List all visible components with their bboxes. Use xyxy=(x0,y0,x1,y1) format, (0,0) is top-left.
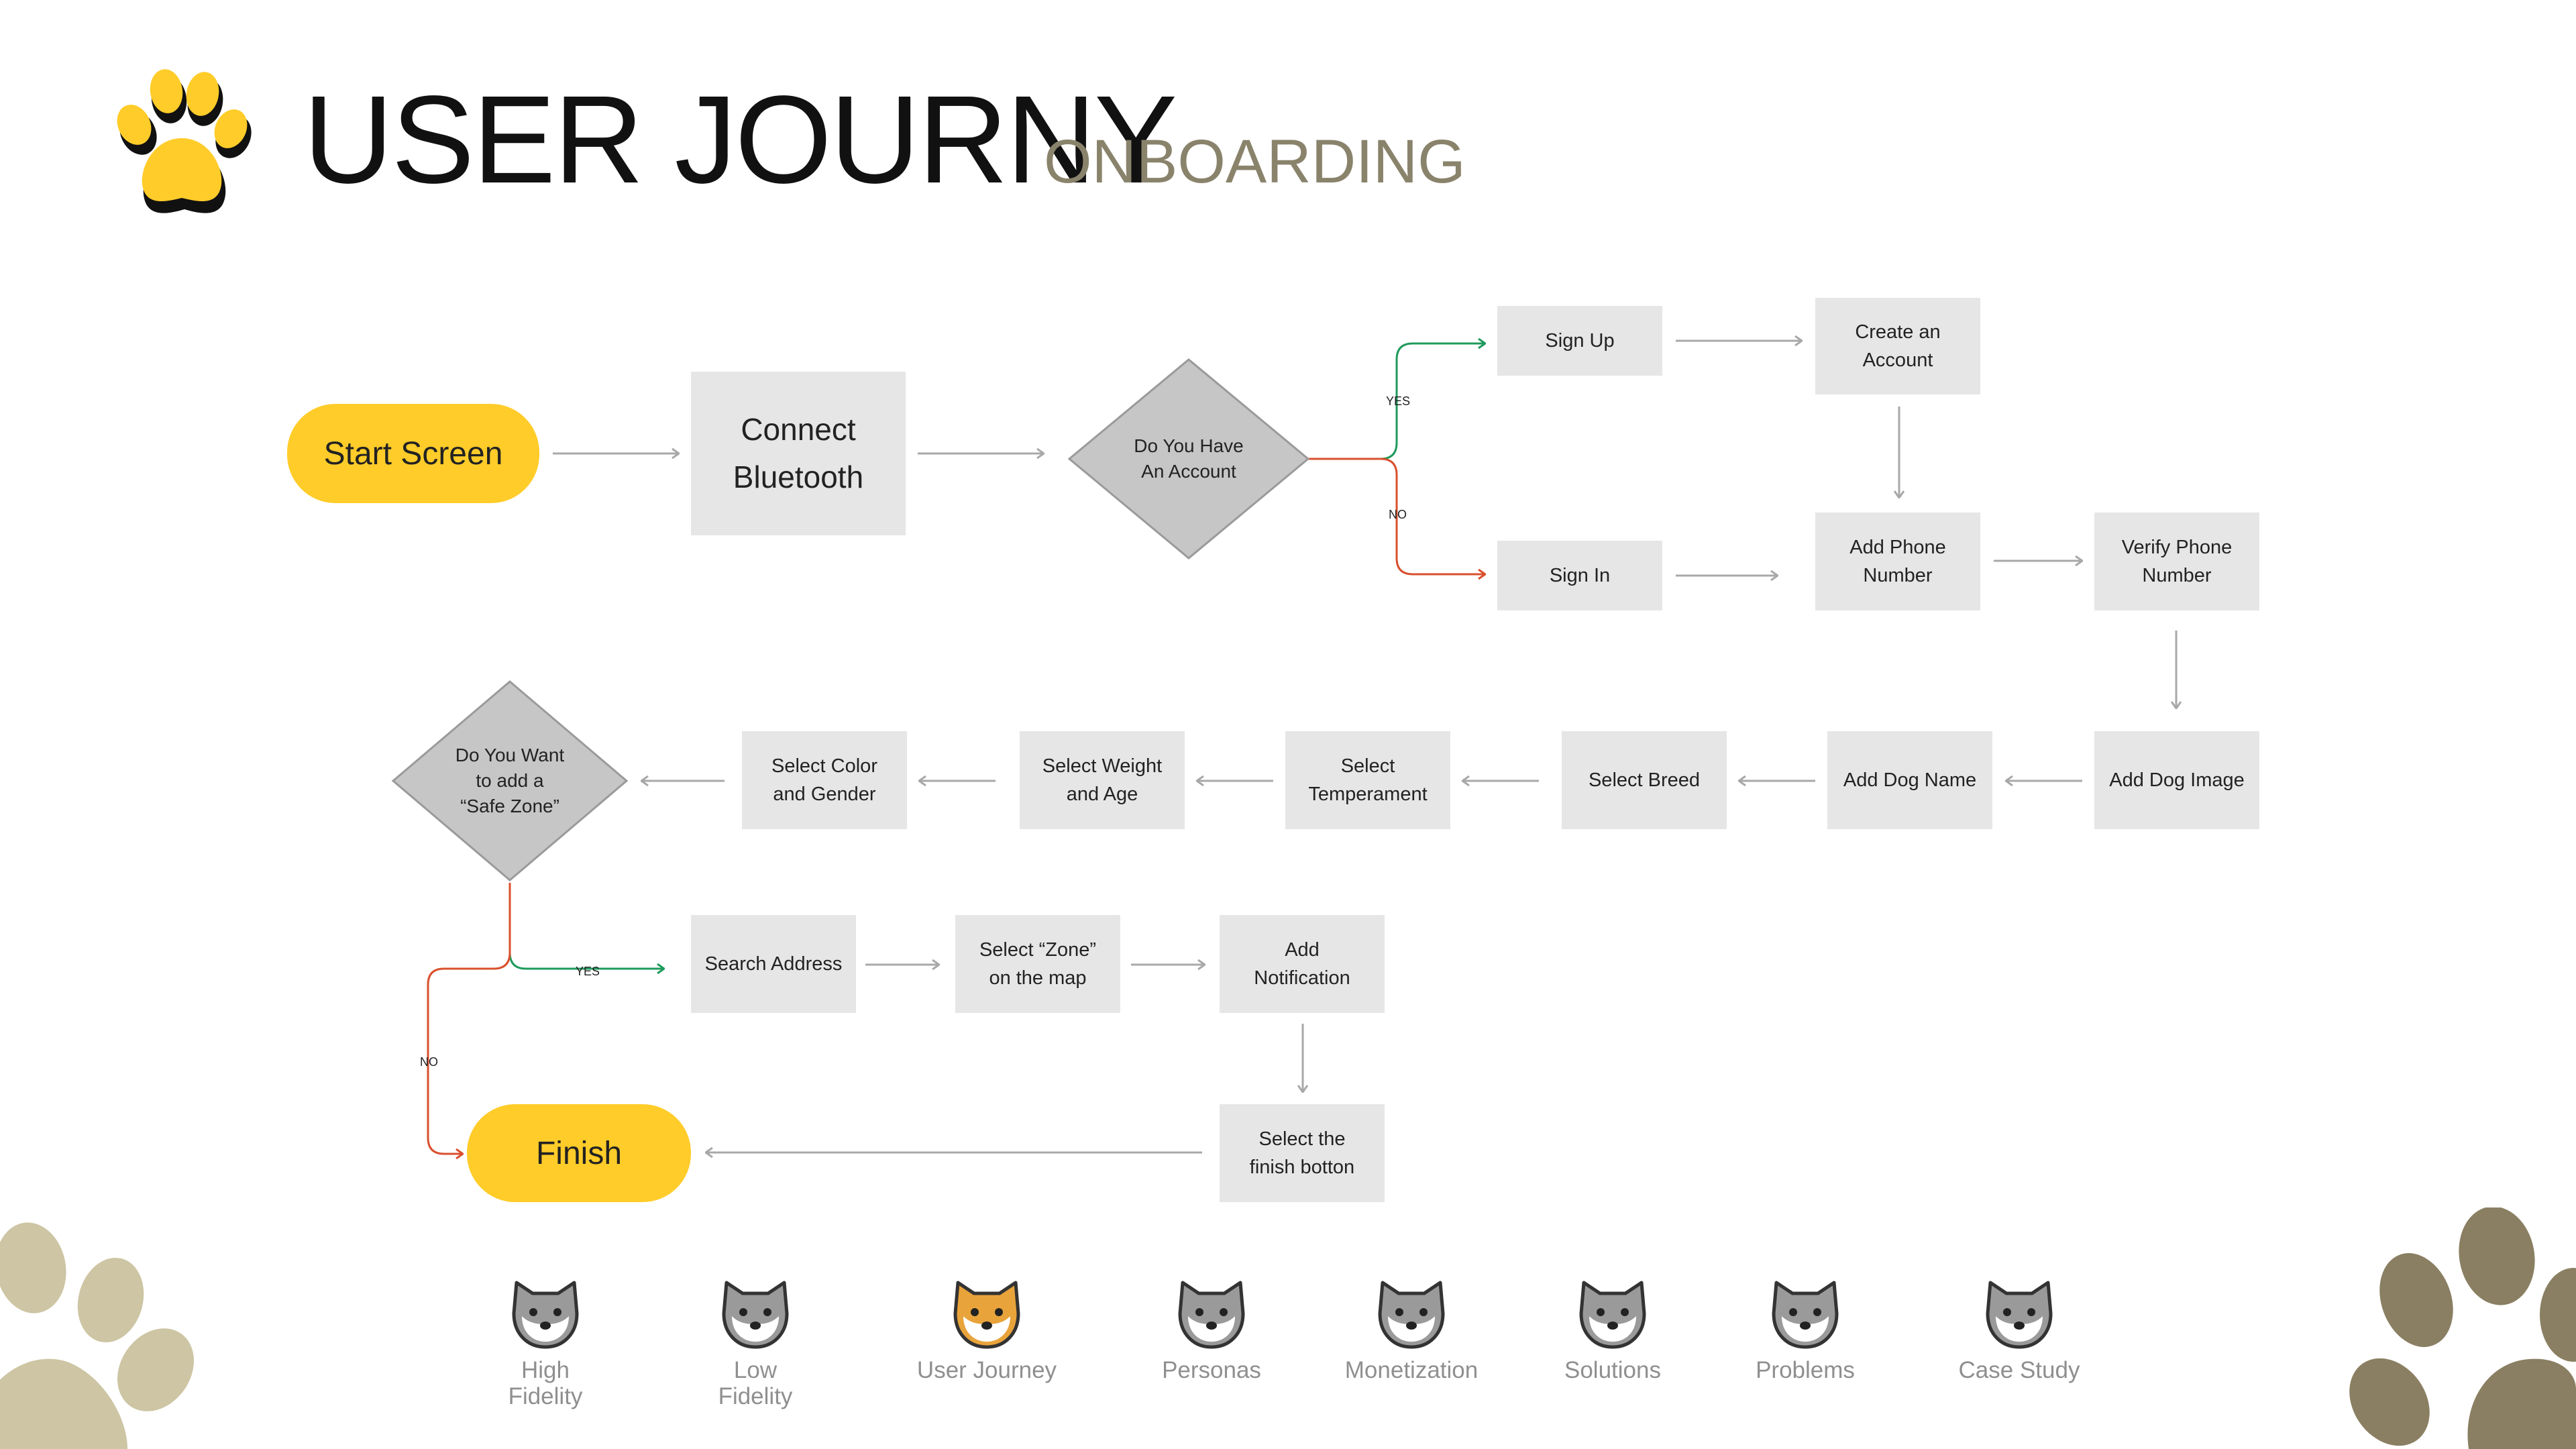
search-address-node: Search Address xyxy=(691,915,856,1013)
nav-user-journey[interactable]: User Journey xyxy=(900,1267,1074,1383)
dog-face-icon xyxy=(953,1281,1020,1349)
nav-problems[interactable]: Problems xyxy=(1718,1267,1892,1383)
nav-label: Low Fidelity xyxy=(718,1357,793,1410)
finish-node: Finish xyxy=(467,1104,691,1202)
sign-in-node: Sign In xyxy=(1497,541,1662,610)
nav-solutions[interactable]: Solutions xyxy=(1525,1267,1700,1383)
select-weight-node: Select Weight and Age xyxy=(1020,731,1185,829)
add-dog-name-node: Add Dog Name xyxy=(1827,731,1992,829)
nav-high-fidelity[interactable]: High Fidelity xyxy=(458,1267,633,1409)
nav-low-fidelity[interactable]: Low Fidelity xyxy=(668,1267,843,1409)
dog-face-icon xyxy=(1378,1281,1445,1349)
nav-case-study[interactable]: Case Study xyxy=(1932,1267,2106,1383)
dog-face-icon xyxy=(722,1281,789,1349)
dog-face-icon xyxy=(1579,1281,1646,1349)
dog-face-icon xyxy=(1178,1281,1245,1349)
nav-label: Solutions xyxy=(1564,1357,1661,1383)
logo-paw-icon xyxy=(114,67,255,221)
dog-face-icon xyxy=(512,1281,579,1349)
nav-monetization[interactable]: Monetization xyxy=(1324,1267,1499,1383)
nav-label: Personas xyxy=(1162,1357,1261,1383)
dog-face-icon xyxy=(1986,1281,2053,1349)
select-breed-node: Select Breed xyxy=(1562,731,1727,829)
decision-zone-diamond xyxy=(391,680,629,881)
decision-zone-text: Do You Want to add a “Safe Zone” xyxy=(455,745,565,816)
connect-bluetooth-node: Connect Bluetooth xyxy=(691,372,906,535)
nav-label: Problems xyxy=(1756,1357,1855,1383)
nav-label: Case Study xyxy=(1958,1357,2080,1383)
nav-label: High Fidelity xyxy=(508,1357,583,1410)
zone-yes-tag: YES xyxy=(576,965,600,978)
create-account-node: Create an Account xyxy=(1815,298,1980,394)
nav-label: User Journey xyxy=(916,1357,1057,1383)
paw-decoration-left-icon xyxy=(0,1214,201,1449)
select-temperament-node: Select Temperament xyxy=(1285,731,1450,829)
add-notification-node: Add Notification xyxy=(1220,915,1385,1013)
zone-no-tag: NO xyxy=(420,1055,438,1069)
paw-decoration-right-icon xyxy=(2348,1208,2576,1449)
nav-personas[interactable]: Personas xyxy=(1124,1267,1299,1383)
select-finish-node: Select the finish botton xyxy=(1220,1104,1385,1202)
start-screen-node: Start Screen xyxy=(287,404,539,503)
add-phone-node: Add Phone Number xyxy=(1815,513,1980,610)
verify-phone-node: Verify Phone Number xyxy=(2094,513,2259,610)
add-dog-image-node: Add Dog Image xyxy=(2094,731,2259,829)
select-zone-node: Select “Zone” on the map xyxy=(955,915,1120,1013)
yes-tag: YES xyxy=(1386,394,1411,408)
no-tag: NO xyxy=(1389,508,1407,521)
decision-account-diamond xyxy=(1067,358,1310,559)
nav-label: Monetization xyxy=(1344,1357,1479,1383)
page-subtitle: ONBOARDING xyxy=(1044,127,1466,196)
dog-face-icon xyxy=(1772,1281,1839,1349)
sign-up-node: Sign Up xyxy=(1497,306,1662,376)
page-title: USER JOURNY xyxy=(303,70,1177,209)
decision-account-text: Do You Have An Account xyxy=(1134,435,1244,482)
select-color-node: Select Color and Gender xyxy=(742,731,907,829)
